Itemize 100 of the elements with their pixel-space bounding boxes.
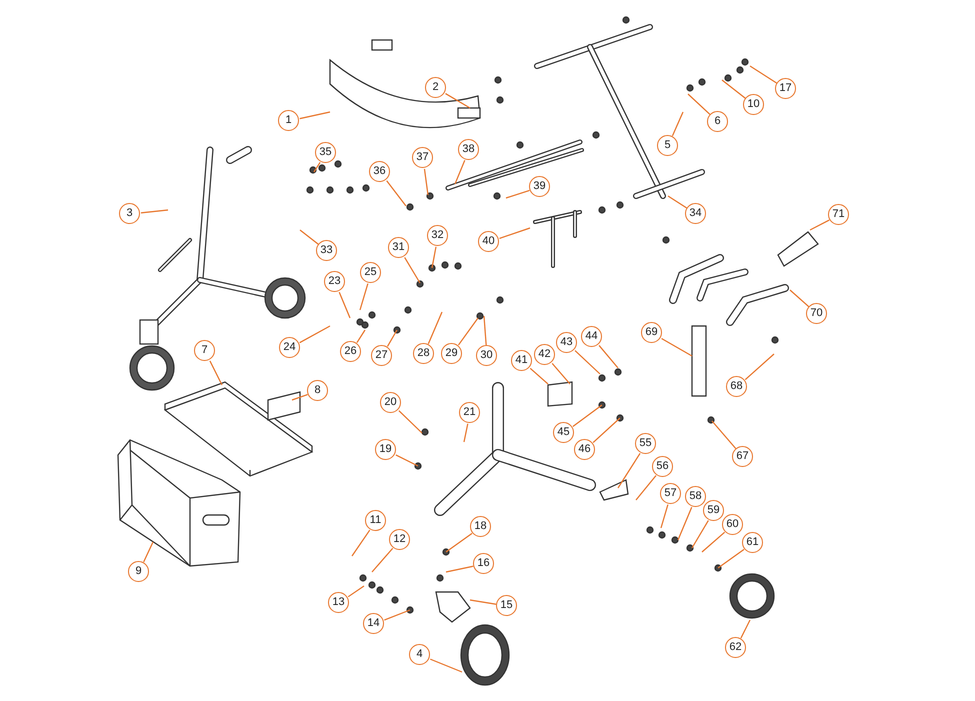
- leader-line: [718, 548, 744, 568]
- leader-line: [810, 220, 830, 231]
- callout-number: 24: [279, 337, 300, 358]
- callout-number: 36: [369, 161, 390, 182]
- leader-line: [359, 283, 368, 310]
- callout-number: 15: [496, 595, 517, 616]
- leader-line: [740, 620, 751, 638]
- leader-line: [314, 162, 321, 172]
- leader-line: [352, 530, 370, 556]
- leader-line: [530, 368, 548, 384]
- leader-line: [372, 548, 394, 572]
- leader-line: [299, 325, 330, 344]
- callout-number: 23: [324, 271, 345, 292]
- callout-number: 26: [340, 341, 361, 362]
- callout-number: 71: [828, 204, 849, 225]
- callout-number: 33: [316, 240, 337, 261]
- leader-line: [592, 418, 620, 444]
- callout-number: 32: [427, 225, 448, 246]
- leader-line: [445, 93, 470, 109]
- leader-line: [790, 290, 810, 308]
- callout-number: 14: [363, 613, 384, 634]
- leader-line: [750, 66, 778, 84]
- leader-line: [431, 246, 437, 268]
- callout-number: 30: [476, 345, 497, 366]
- callout-number: 43: [556, 332, 577, 353]
- leader-line: [209, 360, 223, 386]
- callout-number: 5: [657, 135, 678, 156]
- callout-number: 27: [371, 345, 392, 366]
- leader-line: [398, 410, 422, 434]
- callout-number: 62: [725, 637, 746, 658]
- callout-number: 45: [553, 422, 574, 443]
- callout-number: 12: [389, 529, 410, 550]
- callout-number: 40: [478, 231, 499, 252]
- leader-line: [712, 420, 736, 450]
- callout-number: 8: [307, 380, 328, 401]
- leader-line: [598, 345, 618, 368]
- callout-number: 37: [412, 147, 433, 168]
- leader-line: [338, 292, 351, 318]
- callout-number: 25: [360, 262, 381, 283]
- leader-line: [292, 394, 308, 401]
- callout-number: 18: [470, 516, 491, 537]
- leader-line: [300, 230, 319, 245]
- leader-line: [446, 532, 472, 552]
- callout-number: 35: [315, 142, 336, 163]
- callout-number: 31: [388, 237, 409, 258]
- leader-line: [691, 520, 709, 548]
- leader-line: [140, 209, 168, 214]
- leader-line: [688, 94, 710, 115]
- leader-line: [386, 180, 406, 206]
- callout-number: 13: [328, 592, 349, 613]
- callout-number: 6: [707, 111, 728, 132]
- leader-line: [744, 354, 774, 380]
- callout-number: 60: [722, 514, 743, 535]
- leader-line: [356, 330, 366, 344]
- callout-number: 1: [278, 110, 299, 131]
- leader-line: [483, 316, 487, 346]
- callout-number: 21: [459, 402, 480, 423]
- callout-number: 70: [806, 303, 827, 324]
- callout-number: 9: [128, 561, 149, 582]
- callout-number: 7: [194, 340, 215, 361]
- callout-number: 4: [409, 644, 430, 665]
- callout-number: 10: [743, 94, 764, 115]
- leader-line: [446, 566, 474, 573]
- callout-number: 59: [703, 500, 724, 521]
- leader-line: [454, 160, 466, 184]
- leader-line: [404, 257, 421, 284]
- callout-number: 39: [529, 176, 550, 197]
- callout-number: 42: [534, 344, 555, 365]
- callout-number: 16: [473, 553, 494, 574]
- leader-line: [722, 80, 746, 99]
- callout-number: 2: [425, 77, 446, 98]
- callout-number: 69: [641, 322, 662, 343]
- leader-line: [618, 452, 641, 488]
- callout-number: 19: [375, 439, 396, 460]
- leader-line: [677, 506, 692, 540]
- leader-line: [430, 658, 462, 673]
- callout-number: 28: [413, 343, 434, 364]
- leader-line: [499, 227, 530, 240]
- callout-number: 46: [574, 439, 595, 460]
- leader-line: [143, 542, 154, 562]
- leader-line: [572, 404, 602, 427]
- callout-number: 67: [732, 446, 753, 467]
- callout-number: 17: [775, 78, 796, 99]
- callout-number: 56: [652, 456, 673, 477]
- leader-line: [552, 362, 570, 384]
- callout-number: 55: [635, 433, 656, 454]
- leader-line: [348, 586, 364, 598]
- callout-number: 58: [685, 486, 706, 507]
- callout-number: 41: [511, 350, 532, 371]
- callout-number: 11: [365, 510, 386, 531]
- leader-line: [668, 196, 688, 209]
- callout-number: 68: [726, 376, 747, 397]
- callout-number: 3: [119, 203, 140, 224]
- leader-line: [636, 475, 656, 500]
- leader-line: [386, 330, 398, 347]
- callout-number: 20: [380, 392, 401, 413]
- leader-line: [384, 609, 410, 621]
- leader-line: [424, 168, 429, 196]
- leader-line: [506, 190, 530, 199]
- leader-line: [661, 338, 692, 357]
